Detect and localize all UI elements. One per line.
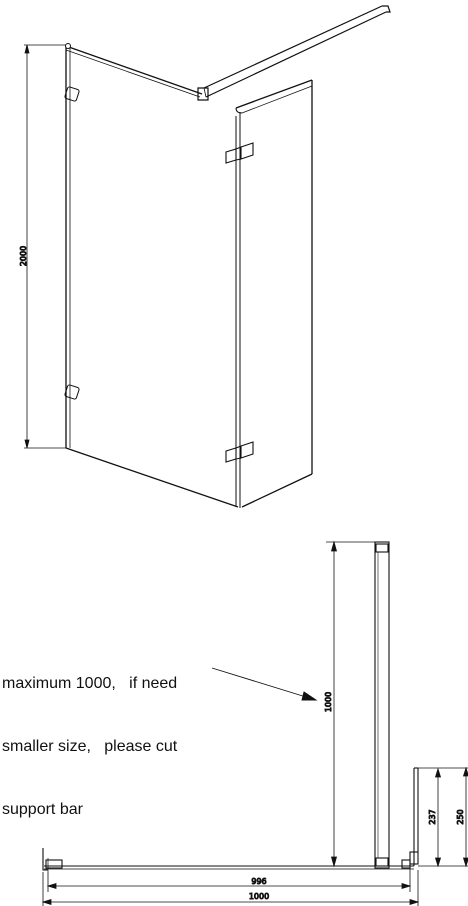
height-250-label: 250 [456,809,465,824]
panel-height-label: 2000 [19,246,28,266]
inner-width-dimension [46,868,412,892]
panel-height-dimension [24,44,68,449]
return-glass-panel [235,79,313,508]
hinge-bottom [225,441,254,463]
outer-width-label: 1000 [249,892,269,901]
note-line-1: maximum 1000, if need [2,675,178,692]
right-fittings [401,767,419,869]
glass-base-line [44,865,414,870]
note-line-3: support bar [2,801,83,818]
height-250-dimension [462,766,468,868]
note-leader-arrow [211,667,318,701]
bar-length-dimension [326,540,378,868]
wall-clamp-top [64,86,80,102]
wall-clamp-bottom [64,384,80,400]
support-bar [197,5,391,101]
hinge-top [225,142,254,164]
note-line-2: smaller size, please cut [2,738,178,755]
height-237-dimension [418,767,468,868]
left-wall-bracket [42,848,63,872]
inner-width-label: 996 [251,877,266,886]
bar-length-label: 1000 [324,692,333,712]
height-237-label: 237 [428,809,437,824]
main-glass-panel [65,43,241,508]
outer-width-dimension [41,870,420,906]
isometric-view: 2000 [19,5,391,508]
vertical-support-bar [374,541,390,869]
plan-view: 1000 237 [41,540,468,906]
support-bar-note: maximum 1000, if need smaller size, plea… [2,631,232,841]
